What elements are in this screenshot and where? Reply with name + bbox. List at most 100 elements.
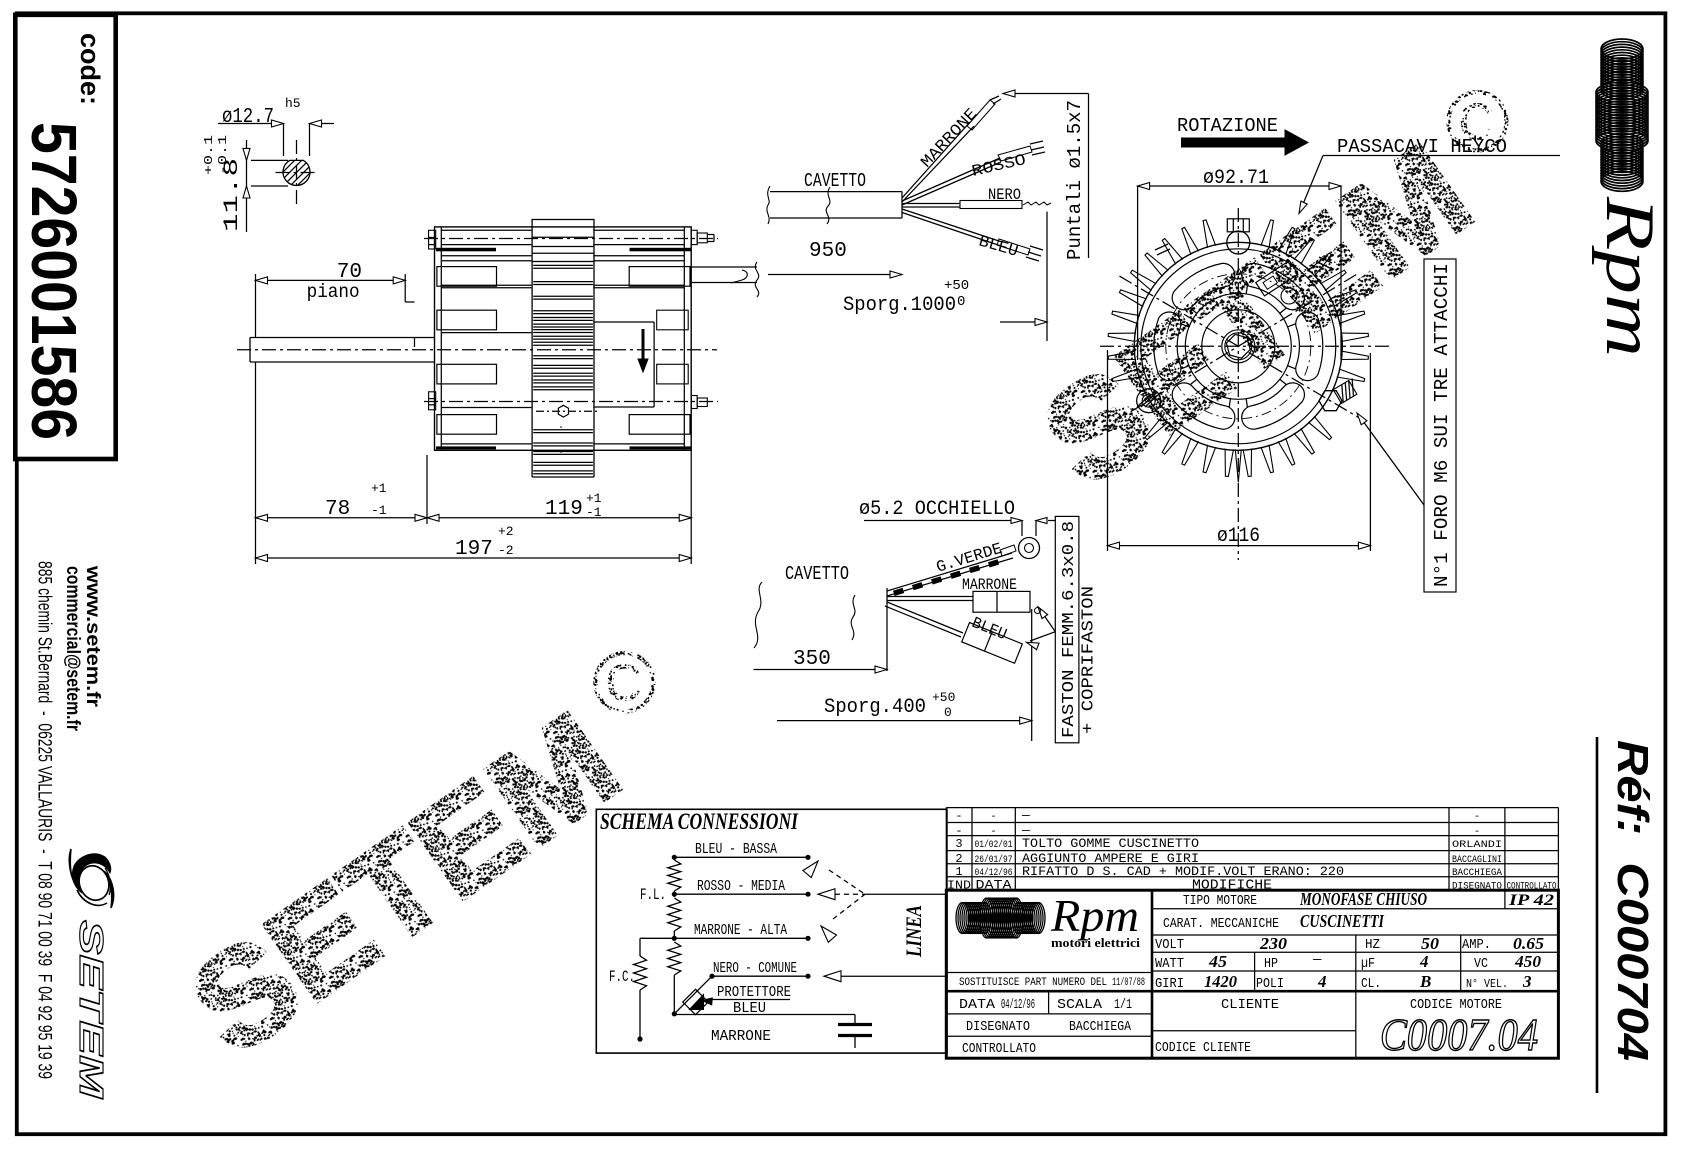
svg-text:CUSCINETTI: CUSCINETTI — [1300, 911, 1385, 931]
svg-text:POLI: POLI — [1256, 976, 1284, 992]
svg-text:ø12.7: ø12.7 — [222, 106, 274, 129]
svg-text:2: 2 — [955, 852, 962, 866]
svg-text:motori elettrici: motori elettrici — [1051, 936, 1141, 950]
svg-text:SOSTITUISCE PART NUMERO DEL: SOSTITUISCE PART NUMERO DEL — [959, 977, 1107, 989]
svg-text:GIRI: GIRI — [1155, 976, 1184, 992]
svg-text:0: 0 — [944, 705, 952, 720]
svg-text:F.C.: F.C. — [609, 968, 635, 986]
svg-text:CL.: CL. — [1361, 976, 1381, 992]
svg-text:NERO - COMUNE: NERO - COMUNE — [713, 960, 797, 977]
svg-text:0.65: 0.65 — [1513, 934, 1545, 953]
svg-text:—: — — [1021, 808, 1030, 823]
svg-text:78: 78 — [325, 498, 350, 521]
svg-text:+1: +1 — [371, 481, 387, 496]
svg-text:01/02/01: 01/02/01 — [975, 839, 1013, 851]
svg-text:Sporg.1000: Sporg.1000 — [843, 294, 956, 317]
svg-text:MONOFASE CHIUSO: MONOFASE CHIUSO — [1299, 889, 1427, 909]
svg-text:-: - — [1474, 811, 1480, 823]
svg-text:N° VEL.: N° VEL. — [1466, 977, 1508, 991]
svg-text:Rpm: Rpm — [1591, 196, 1668, 357]
svg-text:©: © — [592, 633, 657, 732]
svg-text:ø92.71: ø92.71 — [1203, 167, 1269, 190]
svg-text:C0007.04: C0007.04 — [1380, 1009, 1538, 1060]
svg-text:VOLT: VOLT — [1155, 937, 1184, 953]
svg-text:-: - — [955, 809, 962, 823]
svg-text:3: 3 — [955, 837, 962, 851]
svg-text:11/07/88: 11/07/88 — [1112, 977, 1145, 989]
svg-text:+1: +1 — [586, 491, 602, 506]
svg-text:Rpm: Rpm — [1050, 890, 1139, 941]
svg-text:HZ: HZ — [1365, 937, 1380, 953]
svg-text:50: 50 — [1421, 934, 1440, 953]
svg-text:NERO: NERO — [988, 186, 1021, 204]
svg-text:PROTETTORE: PROTETTORE — [717, 984, 791, 1001]
svg-text:TOLTO GOMME CUSCINETTO: TOLTO GOMME CUSCINETTO — [1022, 836, 1199, 851]
svg-text:AGGIUNTO AMPERE E GIRI: AGGIUNTO AMPERE E GIRI — [1022, 851, 1199, 866]
svg-text:0: 0 — [957, 294, 965, 310]
svg-text:LINEA: LINEA — [901, 905, 926, 958]
svg-text:Puntali ø1.5x7: Puntali ø1.5x7 — [1064, 100, 1086, 260]
svg-text:CODICE MOTORE: CODICE MOTORE — [1410, 997, 1502, 1013]
svg-text:-: - — [1474, 826, 1480, 838]
svg-text:commercial@setem.fr: commercial@setem.fr — [62, 566, 83, 732]
svg-text:©: © — [1445, 72, 1510, 171]
svg-text:1: 1 — [955, 865, 962, 879]
svg-text:950: 950 — [809, 240, 847, 263]
svg-text:70: 70 — [337, 261, 362, 284]
svg-text:119: 119 — [545, 498, 583, 521]
svg-text:—: — — [1312, 952, 1322, 968]
svg-text:885 chemin St.Bernard - 0622: 885 chemin St.Bernard - 06225 VALLAURIS … — [34, 561, 55, 1079]
svg-text:BACCHIEGA: BACCHIEGA — [1452, 867, 1503, 879]
svg-text:-0.1: -0.1 — [216, 135, 230, 175]
svg-text:SETEM: SETEM — [73, 920, 110, 1100]
svg-text:450: 450 — [1514, 952, 1542, 971]
svg-text:+2: +2 — [498, 524, 514, 539]
svg-text:ø5.2 OCCHIELLO: ø5.2 OCCHIELLO — [859, 498, 1015, 521]
svg-text:ROSSO - MEDIA: ROSSO - MEDIA — [697, 878, 785, 895]
svg-text:HP: HP — [1264, 956, 1278, 972]
svg-text:Sporg.400: Sporg.400 — [824, 696, 926, 719]
svg-text:RIFATTO D S. CAD + MODIF.VOLT: RIFATTO D S. CAD + MODIF.VOLT ERANO: 220 — [1022, 864, 1344, 879]
svg-text:3: 3 — [1522, 972, 1532, 991]
svg-text:ORLANDI: ORLANDI — [1452, 839, 1502, 851]
svg-text:CAVETTO: CAVETTO — [785, 563, 849, 585]
svg-text:ROTAZIONE: ROTAZIONE — [1177, 115, 1278, 137]
svg-text:4: 4 — [1419, 952, 1429, 971]
svg-text:-1: -1 — [586, 505, 602, 520]
svg-text:04/12/96: 04/12/96 — [975, 867, 1013, 879]
svg-text:197: 197 — [455, 538, 493, 561]
svg-text:FASTON FEMM.6.3x0.8: FASTON FEMM.6.3x0.8 — [1060, 521, 1079, 738]
svg-text:F.L.: F.L. — [640, 886, 666, 904]
svg-text:CODICE CLIENTE: CODICE CLIENTE — [1155, 1040, 1251, 1056]
svg-text:-: - — [990, 811, 996, 823]
svg-text:BACCAGLINI: BACCAGLINI — [1452, 854, 1502, 866]
svg-text:SCHEMA CONNESSIONI: SCHEMA CONNESSIONI — [600, 809, 799, 834]
svg-text:CAVETTO: CAVETTO — [804, 170, 866, 192]
svg-text:SCALA: SCALA — [1057, 997, 1103, 1013]
svg-text:IP 42: IP 42 — [1508, 892, 1554, 909]
svg-text:04/12/96: 04/12/96 — [1001, 997, 1035, 1013]
svg-text:Réf: C000704: Réf: C000704 — [1608, 740, 1657, 1061]
svg-text:+50: +50 — [932, 690, 955, 705]
svg-text:B: B — [1419, 972, 1431, 991]
svg-text:CARAT. MECCANICHE: CARAT. MECCANICHE — [1163, 916, 1279, 932]
svg-text:MARRONE: MARRONE — [711, 1028, 771, 1045]
svg-text:N°1 FORO M6 SUI TRE ATTACCHI: N°1 FORO M6 SUI TRE ATTACCHI — [1431, 263, 1453, 587]
svg-text:www.setem.fr: www.setem.fr — [82, 565, 103, 708]
svg-text:MARRONE - ALTA: MARRONE - ALTA — [694, 922, 787, 939]
svg-text:µF: µF — [1361, 956, 1375, 972]
svg-text:+ COPRIFASTON: + COPRIFASTON — [1080, 586, 1099, 734]
svg-text:h5: h5 — [285, 96, 301, 111]
svg-text:BLEU - BASSA: BLEU - BASSA — [695, 841, 777, 858]
svg-text:230: 230 — [1259, 934, 1288, 953]
svg-text:BACCHIEGA: BACCHIEGA — [1069, 1019, 1131, 1035]
svg-text:—: — — [1021, 823, 1030, 838]
svg-text:DATA: DATA — [959, 997, 996, 1013]
svg-text:code:: code: — [75, 33, 105, 105]
svg-text:AMP.: AMP. — [1462, 937, 1491, 953]
svg-text:PASSACAVI HEYCO: PASSACAVI HEYCO — [1337, 136, 1507, 158]
svg-text:1/1: 1/1 — [1114, 997, 1132, 1013]
svg-text:-1: -1 — [371, 503, 387, 518]
svg-text:5726001586: 5726001586 — [18, 122, 90, 440]
svg-text:-: - — [955, 824, 962, 838]
